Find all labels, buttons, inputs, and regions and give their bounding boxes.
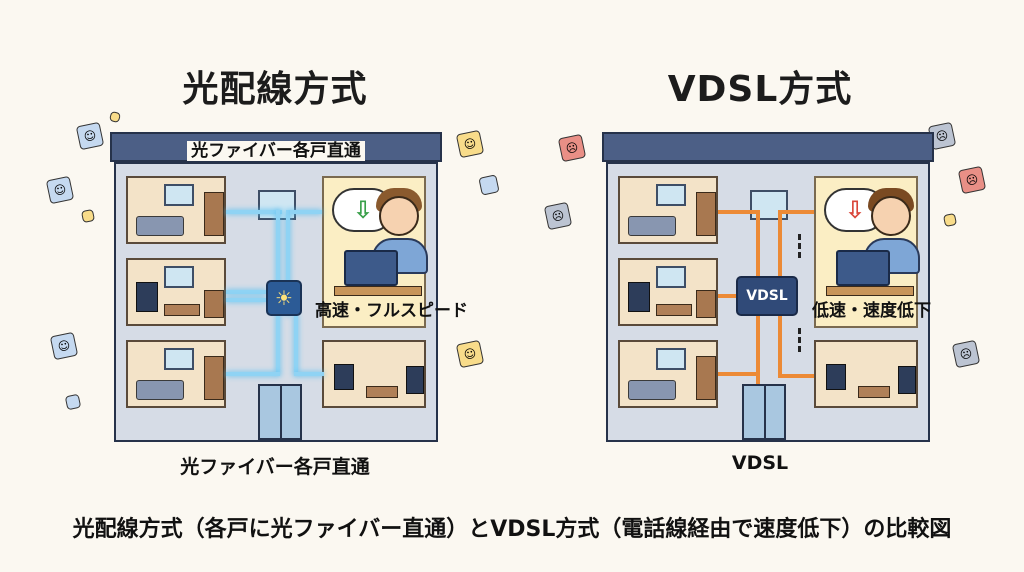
sad-face-icon: ☹ — [543, 201, 573, 231]
table — [656, 304, 692, 316]
room-bedroom — [126, 340, 226, 408]
room-living — [126, 258, 226, 326]
shelf — [204, 192, 224, 236]
sparkle-icon — [80, 208, 96, 224]
sparkle-icon — [108, 110, 122, 124]
building-body: ⇩ VDSL — [606, 162, 930, 442]
entrance-door — [258, 384, 302, 440]
optical-title: 光配線方式 — [182, 69, 368, 110]
window — [164, 184, 194, 206]
window — [656, 184, 686, 206]
window — [656, 266, 686, 288]
fiber-cable — [294, 372, 324, 376]
slow-arrow-icon — [798, 234, 801, 258]
phone-line — [778, 210, 814, 214]
desk — [826, 286, 914, 296]
room-bedroom — [618, 340, 718, 408]
happy-face-icon: ☺ — [455, 339, 485, 369]
tv — [334, 364, 354, 390]
user-room: ⇩ — [322, 176, 428, 328]
desk — [334, 286, 422, 296]
sparkle-icon — [942, 212, 958, 228]
person-avatar — [871, 196, 911, 236]
room-living — [322, 340, 426, 408]
optical-building: 光ファイバー各戸直通 ⇩ — [110, 132, 442, 442]
tv — [628, 282, 650, 312]
room-living — [814, 340, 918, 408]
tv — [826, 364, 846, 390]
fiber-cable — [226, 372, 280, 376]
shelf — [696, 290, 716, 318]
building-roof — [602, 132, 934, 162]
slow-speed-label: 低速・速度低下 — [812, 301, 931, 321]
building-body: ⇩ ☀ — [114, 162, 438, 442]
phone-line — [778, 314, 782, 378]
room-living — [618, 258, 718, 326]
window — [164, 266, 194, 288]
shelf — [696, 356, 716, 400]
sparkle-icon — [64, 393, 82, 411]
vdsl-building: ⇩ VDSL — [602, 132, 934, 442]
fiber-cable — [226, 210, 282, 214]
laptop-icon — [836, 250, 890, 286]
fiber-cable — [276, 314, 280, 374]
happy-face-icon: ☺ — [75, 121, 105, 151]
entrance-door — [742, 384, 786, 440]
table — [366, 386, 398, 398]
tv — [406, 366, 424, 394]
table — [858, 386, 890, 398]
fiber-cable — [294, 314, 298, 374]
angry-face-icon: ☹ — [957, 165, 987, 195]
shelf — [696, 192, 716, 236]
fiber-cable — [226, 290, 266, 294]
user-room: ⇩ — [814, 176, 920, 328]
phone-line — [718, 294, 738, 298]
happy-face-icon: ☺ — [45, 175, 75, 205]
sad-face-icon: ☹ — [951, 339, 981, 369]
fiber-cable — [286, 210, 290, 316]
shelf — [204, 290, 224, 318]
optical-hub-icon: ☀ — [266, 280, 302, 316]
bed — [136, 380, 184, 400]
phone-line — [778, 374, 814, 378]
fast-speed-label: 高速・フルスピード — [315, 301, 468, 321]
room-bedroom — [126, 176, 226, 244]
bed — [628, 216, 676, 236]
room-bedroom — [618, 176, 718, 244]
angry-face-icon: ☹ — [557, 133, 587, 163]
bed — [136, 216, 184, 236]
window — [656, 348, 686, 370]
tv — [898, 366, 916, 394]
fiber-cable — [290, 210, 322, 214]
fiber-roof-label: 光ファイバー各戸直通 — [187, 141, 365, 161]
phone-line — [778, 210, 782, 290]
tv — [136, 282, 158, 312]
happy-face-icon: ☺ — [455, 129, 485, 159]
shelf — [204, 356, 224, 400]
comparison-caption: 光配線方式（各戸に光ファイバー直通）とVDSL方式（電話線経由で速度低下）の比較… — [72, 517, 952, 542]
fiber-cable — [226, 298, 266, 302]
slow-arrow-icon — [798, 328, 801, 352]
bed — [628, 380, 676, 400]
phone-line — [718, 372, 758, 376]
sparkle-icon — [478, 174, 500, 196]
vdsl-device: VDSL — [736, 276, 798, 316]
happy-face-icon: ☺ — [49, 331, 79, 361]
phone-line — [718, 210, 758, 214]
laptop-icon — [344, 250, 398, 286]
person-avatar — [379, 196, 419, 236]
vdsl-title: VDSL方式 — [667, 69, 853, 110]
fiber-cable — [276, 210, 280, 314]
optical-bottom-label: 光ファイバー各戸直通 — [180, 456, 370, 478]
table — [164, 304, 200, 316]
vdsl-bottom-label: VDSL — [731, 452, 789, 474]
window — [164, 348, 194, 370]
